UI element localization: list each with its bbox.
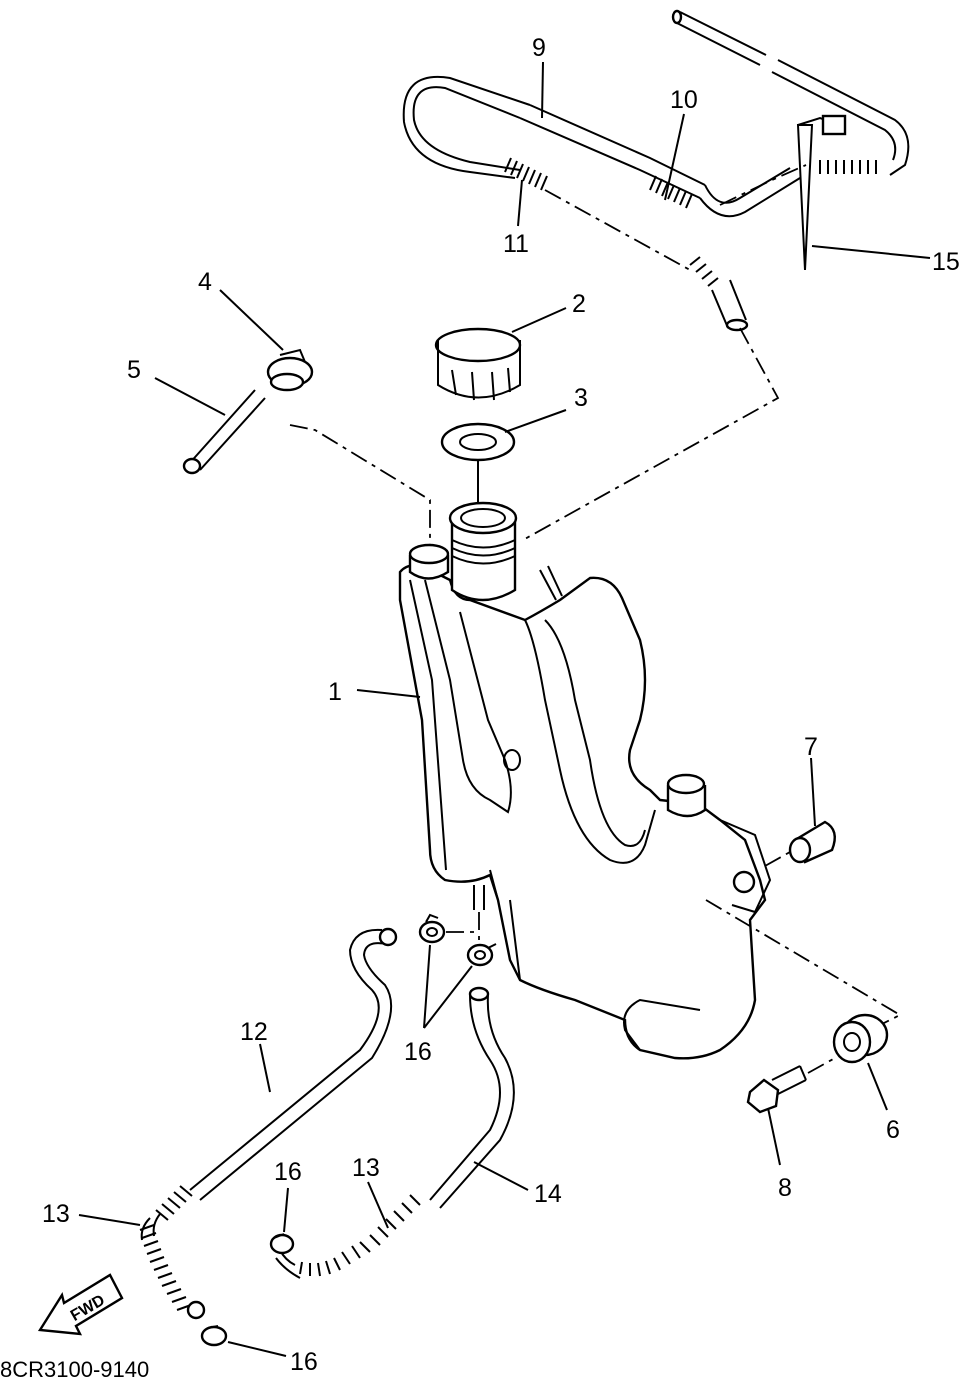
spring-13-right (275, 1194, 421, 1279)
reservoir-tank-1 (398, 564, 772, 1060)
callout-16-upper: 16 (404, 1038, 432, 1066)
clamp-16-lower-left (200, 1325, 228, 1347)
callout-10: 10 (670, 86, 698, 114)
hose-spring-10 (649, 175, 693, 209)
callout-3: 3 (574, 384, 588, 412)
clamp-16-lower-mid (269, 1233, 295, 1255)
callout-11: 11 (503, 230, 529, 258)
callout-8: 8 (778, 1174, 792, 1202)
callout-16-mid: 16 (274, 1158, 302, 1186)
cap-4 (266, 348, 314, 392)
filler-neck (448, 501, 563, 602)
clamp-16-upper (418, 913, 497, 967)
callout-13-left: 13 (42, 1200, 70, 1228)
callout-4: 4 (198, 268, 212, 296)
leader-7-dash (764, 851, 791, 867)
hose-5 (182, 389, 266, 475)
tank-outlet-right (666, 773, 707, 818)
callout-15: 15 (932, 248, 960, 276)
callout-12: 12 (240, 1018, 268, 1046)
leader-4-dash (289, 424, 431, 545)
seal-3 (440, 422, 516, 462)
callout-7: 7 (804, 733, 818, 761)
callout-leaders (78, 61, 931, 1357)
callout-13-right: 13 (352, 1154, 380, 1182)
leader-11-dash (544, 189, 691, 271)
callout-6: 6 (886, 1116, 900, 1144)
grommet-6 (832, 1013, 889, 1064)
hose-12 (189, 927, 398, 1201)
hose-11-end (689, 256, 749, 332)
callout-5: 5 (127, 356, 141, 384)
bolt-8 (746, 1057, 836, 1114)
bracket-15 (796, 114, 847, 271)
callout-2: 2 (572, 290, 586, 318)
drain-nipple (473, 885, 485, 940)
collar-7 (788, 820, 836, 864)
radiator-cap-2 (434, 327, 522, 401)
hose-14 (429, 986, 515, 1209)
breather-pipe-top (671, 9, 910, 206)
callout-14: 14 (534, 1180, 562, 1208)
callout-1: 1 (328, 678, 342, 706)
callout-16-bottom: 16 (290, 1348, 318, 1376)
diagram-code: 8CR3100-9140 (0, 1357, 149, 1380)
fwd-arrow: FWD (37, 1273, 124, 1336)
spring-13-left (139, 1185, 206, 1320)
hose-9 (402, 76, 801, 218)
leader-11-tank-dash (522, 327, 780, 541)
tank-inlet-left (408, 543, 450, 580)
callout-9: 9 (532, 34, 546, 62)
hose-spring-11 (504, 157, 548, 191)
